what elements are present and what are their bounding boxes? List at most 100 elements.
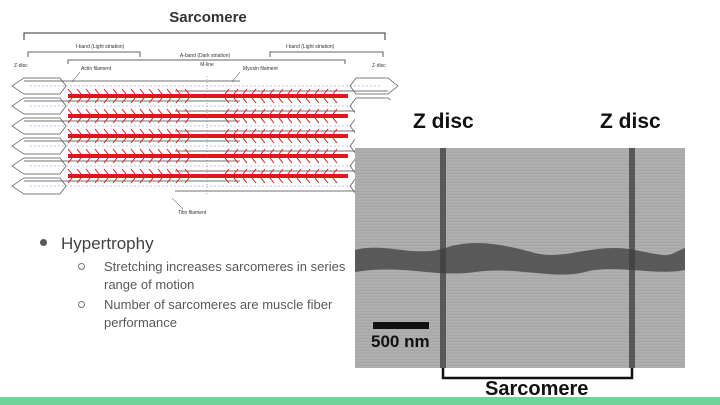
myosin-head [332, 137, 338, 144]
myosin-head [85, 117, 91, 124]
myosin-head [323, 157, 329, 164]
bullet-hypertrophy: Hypertrophy [40, 234, 154, 254]
myosin-head [175, 128, 181, 135]
z-disc-right-label: Z-disc [372, 63, 386, 69]
myosin-head [269, 97, 275, 104]
myosin-head [287, 137, 293, 144]
myosin-head [103, 168, 109, 175]
accent-bar [0, 397, 720, 405]
myosin-head [287, 108, 293, 115]
myosin-head [121, 137, 127, 144]
myosin-head [242, 88, 248, 95]
myosin-head [103, 108, 109, 115]
myosin-head [166, 117, 172, 124]
myosin-head [314, 88, 320, 95]
myosin-head [251, 148, 257, 155]
myosin-head [166, 108, 172, 115]
myosin-head [260, 88, 266, 95]
myosin-head [269, 177, 275, 184]
myosin-head [85, 108, 91, 115]
myosin-head [175, 108, 181, 115]
myosin-head [260, 168, 266, 175]
myosin-head [112, 128, 118, 135]
myosin-head [242, 157, 248, 164]
myosin-head [139, 97, 145, 104]
myosin-head [184, 117, 190, 124]
myosin-head [85, 128, 91, 135]
myosin-head [184, 88, 190, 95]
myosin-pointer [231, 71, 241, 83]
myosin-head [233, 108, 239, 115]
sarcomere-bracket-micro [441, 368, 634, 380]
myosin-head [130, 157, 136, 164]
myosin-head [305, 88, 311, 95]
myosin-head [233, 128, 239, 135]
myosin-head [112, 88, 118, 95]
myosin-head [224, 148, 230, 155]
myosin-head [103, 148, 109, 155]
myosin-head [260, 157, 266, 164]
myosin-head [175, 157, 181, 164]
myosin-head [121, 177, 127, 184]
scale-bar-label: 500 nm [371, 332, 430, 351]
myosin-head [184, 97, 190, 104]
myosin-head [175, 148, 181, 155]
myosin-head [242, 97, 248, 104]
myosin-head [76, 168, 82, 175]
myosin-head [287, 117, 293, 124]
myosin-head [224, 128, 230, 135]
myosin-head [85, 168, 91, 175]
m-line-label: M-line [200, 62, 214, 68]
myosin-head [67, 177, 73, 184]
myosin-head [305, 137, 311, 144]
myosin-head [112, 148, 118, 155]
myosin-head [76, 88, 82, 95]
myosin-head [269, 128, 275, 135]
myosin-head [242, 137, 248, 144]
myosin-head [233, 97, 239, 104]
myosin-head [112, 97, 118, 104]
titin-label: Titin filament [178, 210, 207, 216]
myosin-head [305, 128, 311, 135]
z-disc-left-title: Z disc [413, 110, 474, 133]
myosin-head [94, 128, 100, 135]
myosin-head [278, 157, 284, 164]
myosin-head [103, 157, 109, 164]
myosin-head [94, 137, 100, 144]
myosin-head [278, 97, 284, 104]
myosin-head [112, 177, 118, 184]
myosin-head [112, 168, 118, 175]
myosin-head [103, 117, 109, 124]
myosin-head [287, 128, 293, 135]
myosin-head [103, 137, 109, 144]
sub-bullet-2-text: Number of sarcomeres are muscle fiber pe… [104, 297, 333, 330]
myosin-head [242, 148, 248, 155]
myosin-head [76, 177, 82, 184]
myosin-label: Myosin filament [243, 66, 278, 72]
myosin-head [76, 108, 82, 115]
m-line-band [355, 243, 685, 275]
myosin-head [94, 97, 100, 104]
myosin-head [332, 177, 338, 184]
myosin-head [175, 177, 181, 184]
hollow-bullet-icon [78, 301, 85, 308]
bullet-hypertrophy-text: Hypertrophy [61, 234, 154, 253]
myosin-head [130, 108, 136, 115]
myosin-head [157, 108, 163, 115]
myosin-head [251, 168, 257, 175]
myosin-head [233, 117, 239, 124]
myosin-head [94, 108, 100, 115]
scale-bar [373, 322, 429, 329]
myosin-head [94, 88, 100, 95]
myosin-head [260, 137, 266, 144]
myosin-head [224, 117, 230, 124]
sarcomere-label: Sarcomere [485, 378, 589, 400]
myosin-head [305, 168, 311, 175]
myosin-head [332, 117, 338, 124]
myosin-head [166, 168, 172, 175]
myosin-head [121, 88, 127, 95]
myosin-head [296, 148, 302, 155]
z-disc-left-label: Z-disc [14, 63, 28, 69]
diagram-title: Sarcomere [169, 9, 247, 26]
